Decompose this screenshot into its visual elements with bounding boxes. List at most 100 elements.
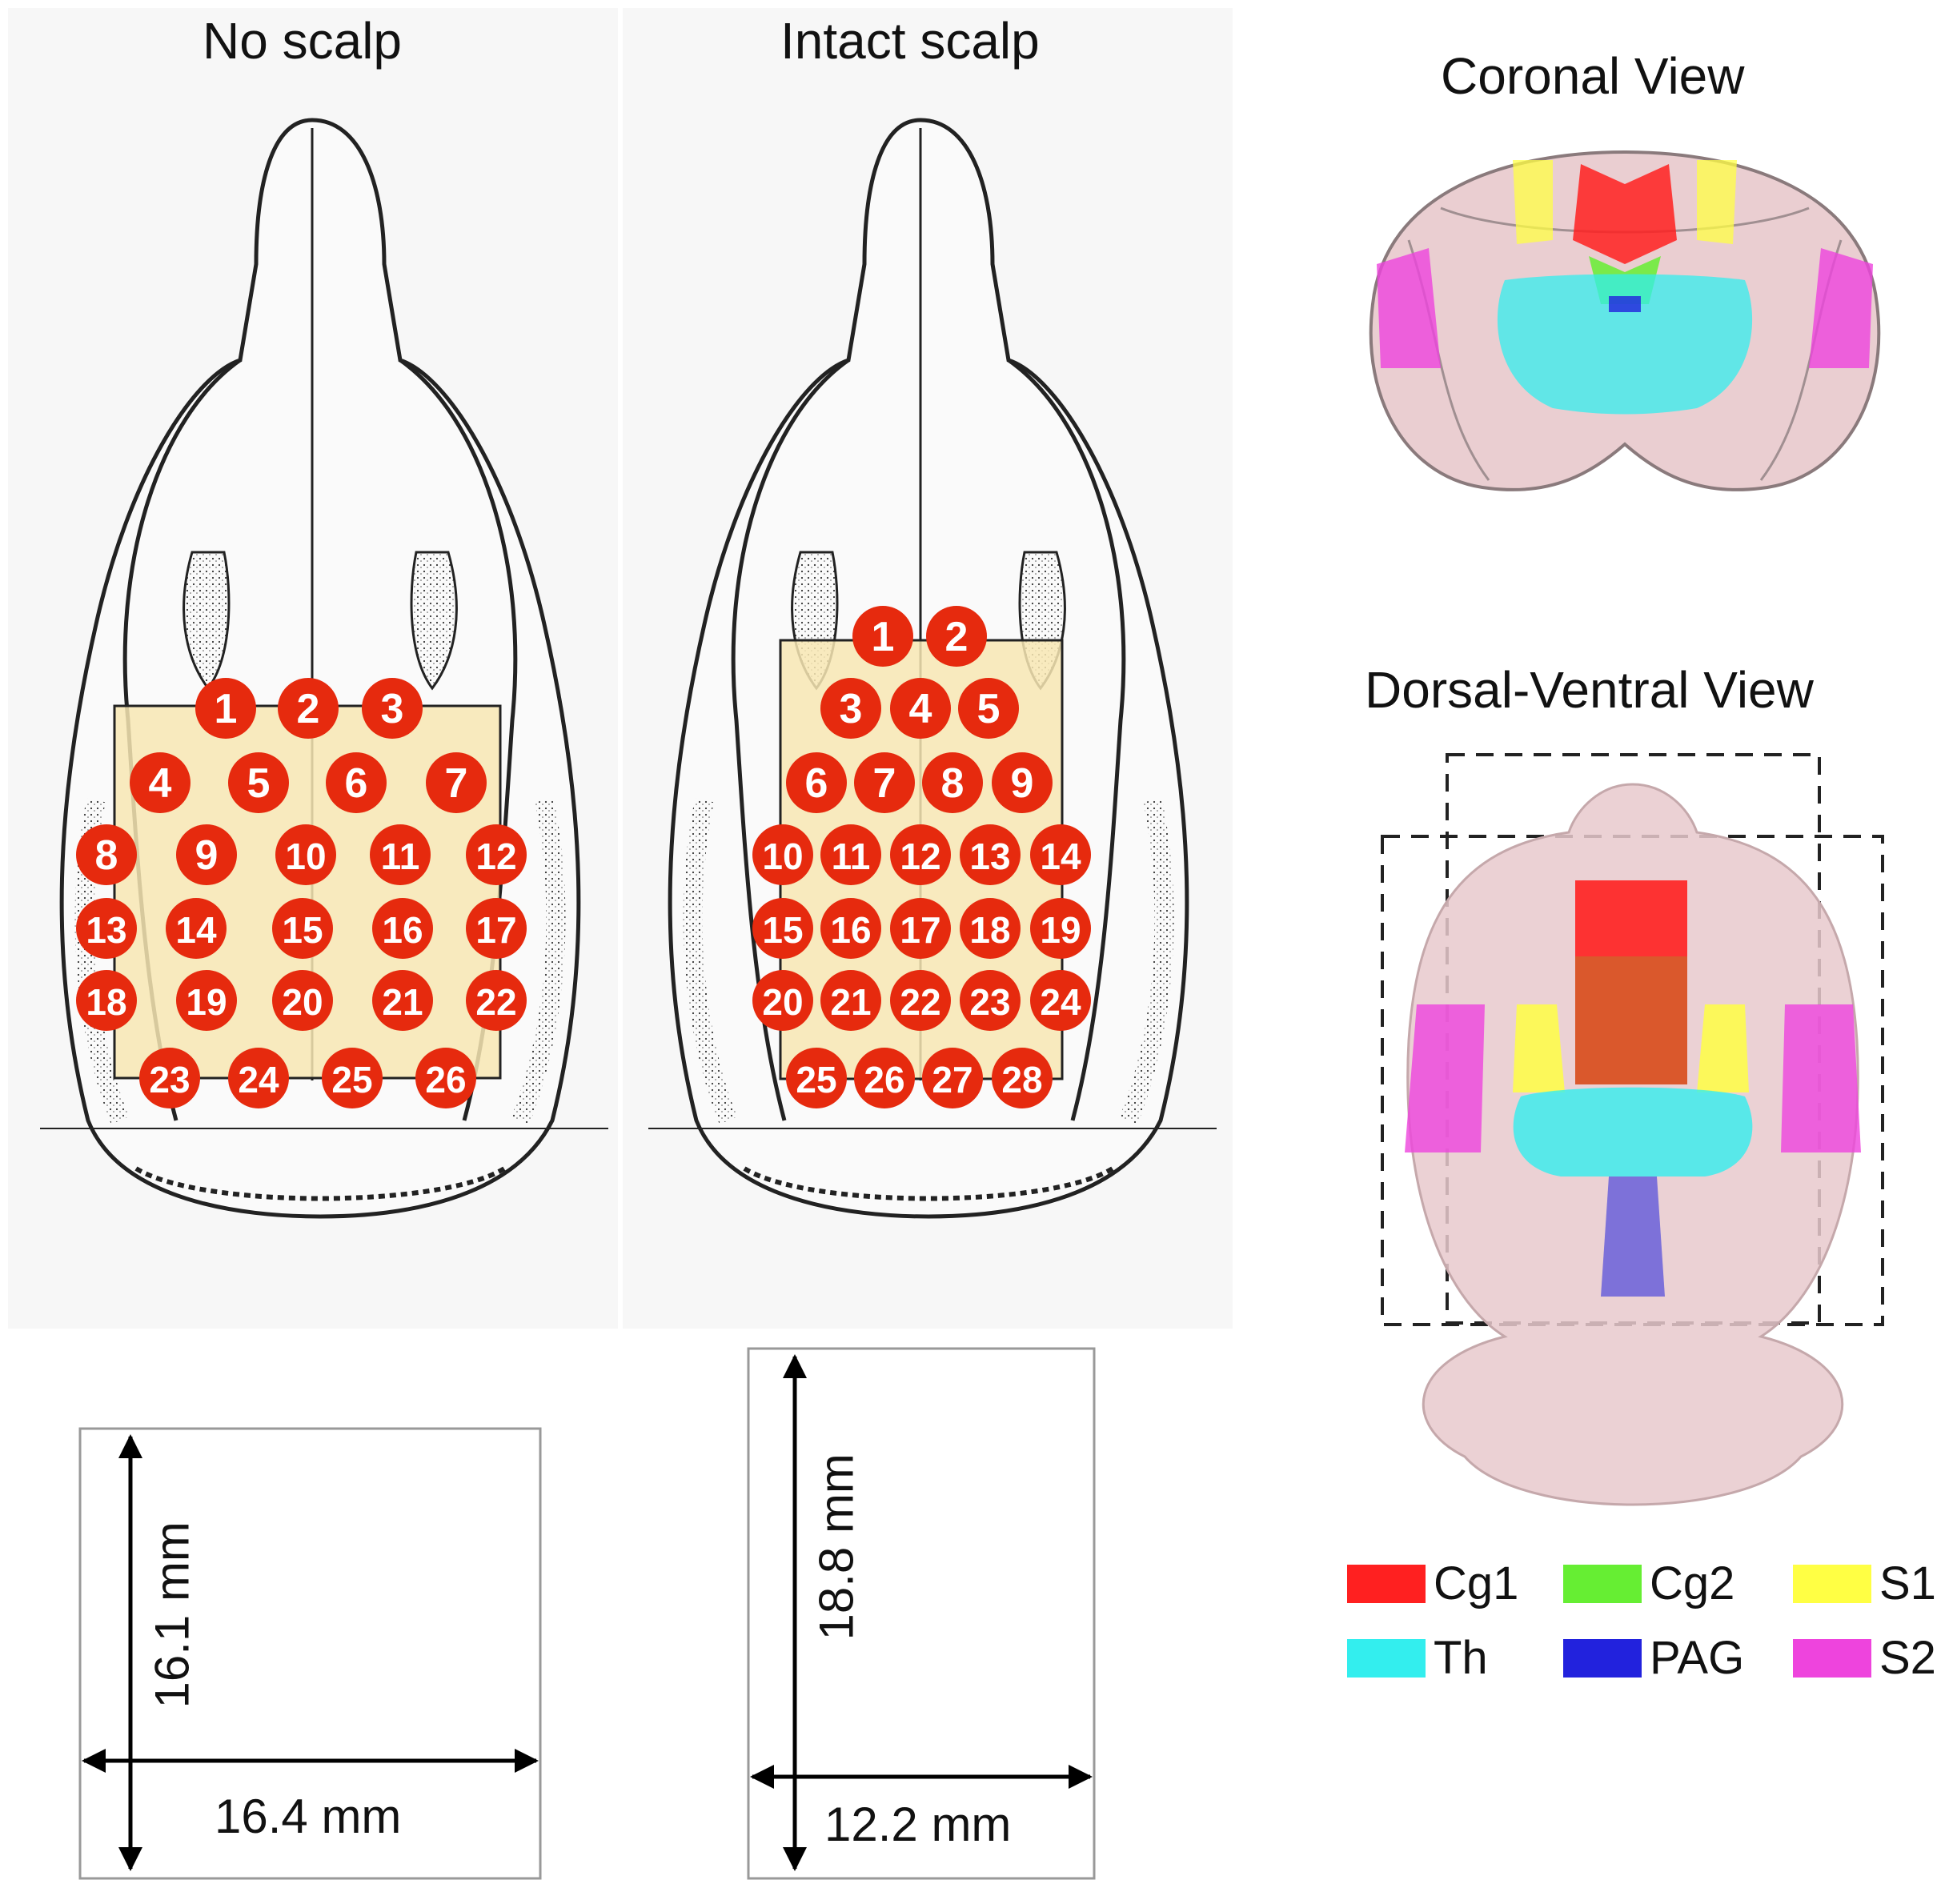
intact-scalp-electrode-24: 24	[1030, 970, 1091, 1031]
legend-item-pag: PAG	[1563, 1631, 1744, 1685]
intact-scalp-electrode-dot-4	[890, 678, 951, 739]
no-scalp-electrode-dot-23	[139, 1048, 200, 1108]
intact-scalp-electrode-23: 23	[960, 970, 1021, 1031]
no-scalp-electrode-dot-14	[166, 898, 227, 959]
no-scalp-electrode-dot-25	[322, 1048, 383, 1108]
intact-scalp-electrode-label-28: 28	[1001, 1059, 1042, 1100]
intact-scalp-electrode-13: 13	[960, 824, 1021, 885]
intact-scalp-electrode-14: 14	[1030, 824, 1091, 885]
no-scalp-electrode-label-16: 16	[382, 909, 423, 951]
no-scalp-electrode-5: 5	[228, 752, 289, 813]
intact-scalp-electrode-dot-26	[854, 1048, 915, 1108]
intact-scalp-electrode-7: 7	[854, 752, 915, 813]
no-scalp-electrode-19: 19	[176, 970, 237, 1031]
no-scalp-electrode-dot-17	[466, 898, 527, 959]
intact-scalp-electrode-label-19: 19	[1040, 909, 1081, 951]
intact-scalp-electrode-label-9: 9	[1011, 760, 1034, 807]
intact-scalp-electrode-2: 2	[926, 606, 987, 667]
no-scalp-electrode-label-15: 15	[282, 909, 323, 951]
intact-scalp-electrode-19: 19	[1030, 898, 1091, 959]
no-scalp-electrode-16: 16	[372, 898, 433, 959]
intact-scalp-electrode-11: 11	[820, 824, 881, 885]
no-scalp-electrode-dot-6	[326, 752, 387, 813]
intact-scalp-electrode-dot-24	[1030, 970, 1091, 1031]
legend-item-cg2: Cg2	[1563, 1557, 1734, 1610]
legend-label-cg1: Cg1	[1434, 1557, 1519, 1609]
intact-scalp-electrode-label-14: 14	[1040, 836, 1081, 877]
legend-label-cg2: Cg2	[1650, 1557, 1735, 1609]
intact-scalp-electrode-dot-21	[820, 970, 881, 1031]
no-scalp-electrode-18: 18	[76, 970, 137, 1031]
no-scalp-electrode-dot-18	[76, 970, 137, 1031]
intact-scalp-electrode-label-11: 11	[832, 836, 871, 877]
legend-item-cg1: Cg1	[1347, 1557, 1518, 1610]
no-scalp-electrode-11: 11	[370, 824, 431, 885]
intact-scalp-electrode-dot-8	[922, 752, 983, 813]
no-scalp-electrode-label-21: 21	[382, 981, 423, 1023]
no-scalp-electrode-21: 21	[372, 970, 433, 1031]
no-scalp-electrode-4: 4	[130, 752, 190, 813]
no-scalp-electrode-dot-3	[362, 678, 423, 739]
no-scalp-electrode-dot-11	[370, 824, 431, 885]
height-label-no-scalp: 16.1 mm	[145, 1521, 199, 1709]
intact-scalp-electrode-dot-9	[992, 752, 1053, 813]
no-scalp-electrode-dot-15	[272, 898, 333, 959]
no-scalp-electrode-22: 22	[466, 970, 527, 1031]
intact-scalp-electrode-17: 17	[890, 898, 951, 959]
width-label-intact-scalp: 12.2 mm	[824, 1798, 1012, 1851]
no-scalp-electrode-label-26: 26	[425, 1059, 466, 1100]
intact-scalp-electrode-label-21: 21	[830, 981, 871, 1023]
intact-scalp-electrode-label-5: 5	[977, 686, 1001, 732]
coronal-brain-render	[1369, 150, 1881, 491]
no-scalp-electrode-label-4: 4	[149, 760, 172, 807]
no-scalp-electrode-label-10: 10	[285, 836, 326, 877]
intact-scalp-electrode-label-20: 20	[762, 981, 803, 1023]
no-scalp-electrode-dot-13	[76, 898, 137, 959]
legend-swatch-cg1	[1347, 1564, 1426, 1603]
intact-scalp-electrode-21: 21	[820, 970, 881, 1031]
intact-scalp-electrode-12: 12	[890, 824, 951, 885]
intact-scalp-electrode-8: 8	[922, 752, 983, 813]
no-scalp-electrode-17: 17	[466, 898, 527, 959]
intact-scalp-electrode-dot-15	[752, 898, 813, 959]
legend-swatch-cg2	[1563, 1564, 1642, 1603]
no-scalp-electrode-label-11: 11	[381, 836, 420, 877]
intact-scalp-electrode-18: 18	[960, 898, 1021, 959]
no-scalp-electrode-12: 12	[466, 824, 527, 885]
no-scalp-electrode-9: 9	[176, 824, 237, 885]
intact-scalp-electrode-label-10: 10	[762, 836, 803, 877]
intact-scalp-electrode-dot-19	[1030, 898, 1091, 959]
intact-scalp-electrode-9: 9	[992, 752, 1053, 813]
intact-scalp-electrode-label-3: 3	[840, 686, 863, 732]
intact-scalp-electrode-dot-23	[960, 970, 1021, 1031]
no-scalp-electrode-25: 25	[322, 1048, 383, 1108]
intact-scalp-electrode-22: 22	[890, 970, 951, 1031]
no-scalp-electrode-label-2: 2	[297, 686, 320, 732]
intact-scalp-electrode-label-26: 26	[864, 1059, 904, 1100]
intact-scalp-electrode-16: 16	[820, 898, 881, 959]
intact-scalp-electrode-dot-7	[854, 752, 915, 813]
intact-scalp-electrode-label-8: 8	[941, 760, 964, 807]
no-scalp-electrode-dot-9	[176, 824, 237, 885]
intact-scalp-electrode-dot-6	[786, 752, 847, 813]
legend-label-s2: S2	[1879, 1632, 1936, 1684]
legend-item-s1: S1	[1793, 1557, 1936, 1610]
intact-scalp-electrode-dot-18	[960, 898, 1021, 959]
no-scalp-electrode-23: 23	[139, 1048, 200, 1108]
intact-scalp-electrode-label-6: 6	[805, 760, 828, 807]
intact-scalp-electrode-3: 3	[820, 678, 881, 739]
intact-scalp-electrode-27: 27	[922, 1048, 983, 1108]
no-scalp-electrode-label-6: 6	[345, 760, 368, 807]
legend-label-th: Th	[1434, 1632, 1488, 1684]
no-scalp-electrode-dot-4	[130, 752, 190, 813]
intact-scalp-electrode-label-17: 17	[900, 909, 940, 951]
no-scalp-electrode-2: 2	[278, 678, 339, 739]
no-scalp-electrode-label-22: 22	[475, 981, 516, 1023]
no-scalp-electrode-label-20: 20	[282, 981, 323, 1023]
no-scalp-electrode-dot-21	[372, 970, 433, 1031]
intact-scalp-electrode-dot-27	[922, 1048, 983, 1108]
no-scalp-electrode-label-1: 1	[215, 686, 238, 732]
no-scalp-electrode-label-5: 5	[247, 760, 271, 807]
